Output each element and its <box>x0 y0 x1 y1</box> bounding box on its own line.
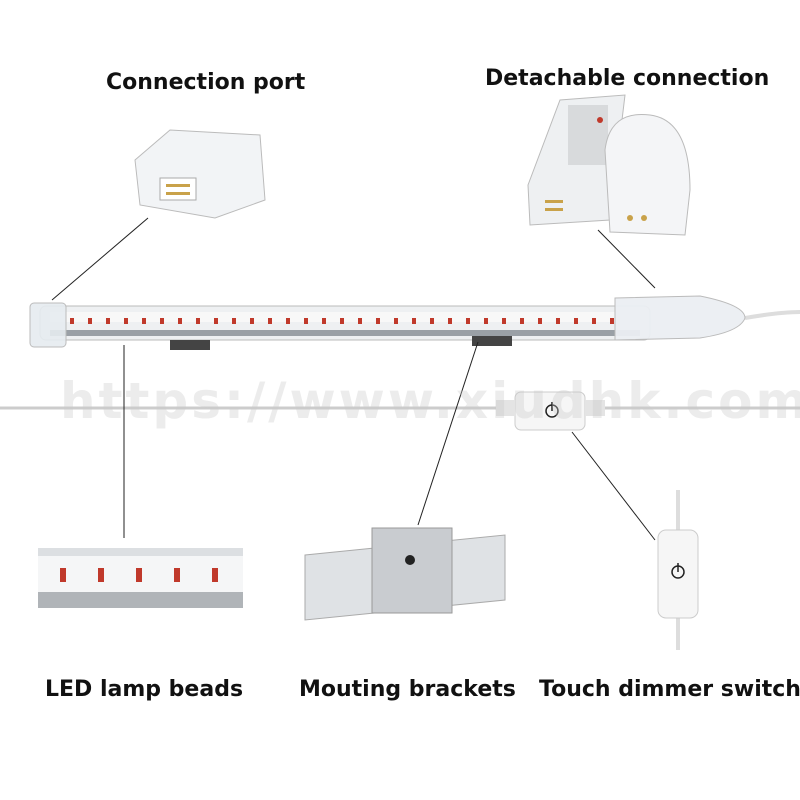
led-bead <box>412 318 416 324</box>
led-bead <box>232 318 236 324</box>
led-bead <box>520 318 524 324</box>
led-bead <box>394 318 398 324</box>
led-bead <box>174 568 180 582</box>
led-bead <box>98 568 104 582</box>
led-bead <box>430 318 434 324</box>
led-bead <box>304 318 308 324</box>
led-bead <box>484 318 488 324</box>
label-mounting-brackets: Mouting brackets <box>299 677 516 702</box>
led-bead <box>592 318 596 324</box>
led-bead <box>70 318 74 324</box>
mounting-bracket-image <box>304 527 506 621</box>
led-bead <box>502 318 506 324</box>
led-bead <box>106 318 110 324</box>
led-bead <box>212 568 218 582</box>
watermark: https://www.xiudhk.com <box>60 372 800 430</box>
led-bead <box>448 318 452 324</box>
led-bead <box>268 318 272 324</box>
bracket-clip <box>472 336 512 346</box>
led-tube <box>29 295 746 350</box>
label-connection-port: Connection port <box>106 70 306 95</box>
led-bead <box>376 318 380 324</box>
led-bead <box>250 318 254 324</box>
led-bead <box>322 318 326 324</box>
led-bead <box>358 318 362 324</box>
tube-cable <box>744 310 800 320</box>
led-closeup-image <box>38 548 243 608</box>
led-bead <box>340 318 344 324</box>
led-bead <box>136 568 142 582</box>
led-bead <box>88 318 92 324</box>
led-bead <box>286 318 290 324</box>
label-touch-dimmer-switch: Touch dimmer switch <box>539 677 800 702</box>
bracket-clip <box>170 340 210 350</box>
led-bead <box>160 318 164 324</box>
led-bead <box>124 318 128 324</box>
label-detachable-connection: Detachable connection <box>485 66 770 91</box>
led-bead <box>538 318 542 324</box>
label-led-lamp-beads: LED lamp beads <box>45 677 244 702</box>
led-bead <box>466 318 470 324</box>
led-bead <box>60 568 66 582</box>
led-bead <box>178 318 182 324</box>
dimmer-switch-image <box>657 490 699 650</box>
inline-switch <box>496 391 605 431</box>
led-bead <box>556 318 560 324</box>
connection-port-image <box>134 129 266 219</box>
led-bead <box>574 318 578 324</box>
led-bead <box>214 318 218 324</box>
detachable-connection-image <box>527 94 691 236</box>
led-bead <box>142 318 146 324</box>
led-bead <box>196 318 200 324</box>
led-bead <box>610 318 614 324</box>
